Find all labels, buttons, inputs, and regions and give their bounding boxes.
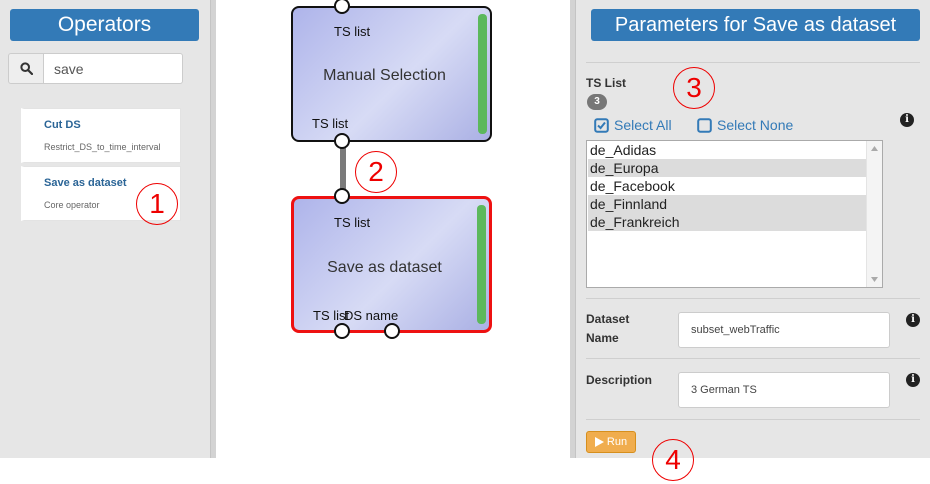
- node-input-label: TS list: [334, 24, 371, 39]
- ts-list-option[interactable]: de_Facebook: [590, 178, 675, 194]
- operator-item-cut-ds[interactable]: Cut DS Restrict_DS_to_time_interval: [21, 108, 181, 163]
- select-none-label: Select None: [717, 117, 794, 133]
- dataset-name-label-line1: Dataset: [586, 312, 630, 326]
- ts-list-label: TS List: [586, 76, 627, 90]
- node-output-port-ds-name[interactable]: [384, 323, 400, 339]
- ts-list-option[interactable]: de_Frankreich: [588, 213, 868, 231]
- empty-checkbox-icon: [697, 117, 712, 133]
- select-all-button[interactable]: Select All: [594, 117, 672, 133]
- node-input-port[interactable]: [334, 188, 350, 204]
- divider: [586, 358, 920, 359]
- checked-checkbox-icon: [594, 117, 609, 133]
- select-none-button[interactable]: Select None: [697, 117, 793, 133]
- run-button[interactable]: Run: [586, 431, 636, 453]
- operator-search-input[interactable]: [43, 53, 183, 84]
- scroll-arrows-icon: [871, 146, 878, 282]
- node-output-port-ts-list[interactable]: [334, 323, 350, 339]
- node-output-label-ts-list: TS list: [313, 308, 350, 323]
- node-title: Save as dataset: [327, 259, 442, 276]
- node-manual-selection[interactable]: TS list Manual Selection TS list: [291, 6, 492, 142]
- ts-list-scrollbar[interactable]: [866, 141, 882, 287]
- node-title: Manual Selection: [323, 67, 446, 84]
- operators-title: Operators: [10, 9, 199, 41]
- node-output-port[interactable]: [334, 133, 350, 149]
- search-icon: [19, 62, 33, 75]
- description-input[interactable]: [678, 372, 890, 408]
- divider: [586, 62, 920, 63]
- node-status-bar: [478, 14, 487, 134]
- divider: [586, 298, 920, 299]
- ts-list-info-icon[interactable]: i: [900, 113, 914, 127]
- node-output-label: TS list: [312, 116, 349, 131]
- select-all-label: Select All: [614, 117, 672, 133]
- operator-description: Restrict_DS_to_time_interval: [44, 142, 161, 152]
- node-status-bar: [477, 205, 486, 324]
- operator-description: Core operator: [44, 200, 100, 210]
- annotation-3: 3: [673, 67, 715, 109]
- dataset-name-input[interactable]: [678, 312, 890, 348]
- dataset-name-info-icon[interactable]: i: [906, 313, 920, 327]
- description-info-icon[interactable]: i: [906, 373, 920, 387]
- node-save-as-dataset[interactable]: TS list Save as dataset TS list DS name: [291, 196, 492, 333]
- ts-list-option[interactable]: de_Europa: [588, 159, 868, 177]
- ts-list-count-badge: 3: [587, 94, 607, 110]
- annotation-4: 4: [652, 439, 694, 481]
- divider: [586, 419, 920, 420]
- node-input-label: TS list: [334, 215, 371, 230]
- operator-name: Cut DS: [44, 119, 81, 131]
- parameters-title: Parameters for Save as dataset: [591, 9, 920, 41]
- search-button[interactable]: [8, 53, 44, 84]
- left-panel-resizer[interactable]: [210, 0, 216, 458]
- run-button-label: Run: [606, 436, 628, 448]
- dataset-name-label-line2: Name: [586, 331, 619, 345]
- operator-name: Save as dataset: [44, 177, 127, 189]
- node-connection-edge[interactable]: [340, 146, 346, 198]
- right-panel-resizer[interactable]: [570, 0, 576, 458]
- node-input-port[interactable]: [334, 0, 350, 14]
- annotation-2: 2: [355, 151, 397, 193]
- ts-list-option[interactable]: de_Adidas: [590, 142, 657, 158]
- description-label: Description: [586, 373, 653, 387]
- node-output-label-ds-name: DS name: [344, 308, 399, 323]
- ts-list-select[interactable]: de_Adidas de_Europa de_Facebook de_Finnl…: [586, 140, 883, 288]
- ts-list-option[interactable]: de_Finnland: [588, 195, 868, 213]
- annotation-1: 1: [136, 183, 178, 225]
- play-icon: [594, 437, 604, 447]
